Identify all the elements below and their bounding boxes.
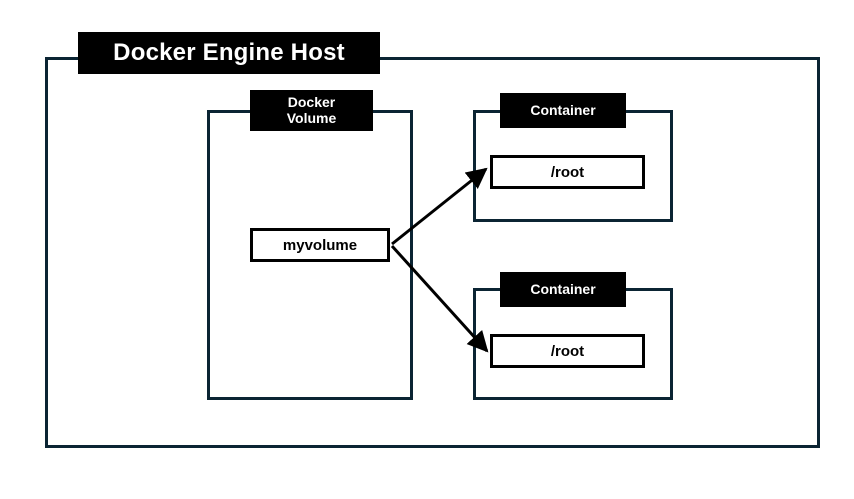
root-mount-node-1: /root bbox=[490, 155, 645, 189]
container-title-2: Container bbox=[500, 272, 626, 307]
myvolume-node-label: myvolume bbox=[282, 236, 358, 254]
container-title-1: Container bbox=[500, 93, 626, 128]
docker-volume-title-line2: Volume bbox=[286, 109, 337, 126]
docker-volume-title: Docker Volume bbox=[250, 90, 373, 131]
myvolume-node: myvolume bbox=[250, 228, 390, 262]
root-mount-node-label-2: /root bbox=[550, 342, 585, 360]
container-title-label-1: Container bbox=[530, 101, 596, 118]
docker-volume-title-line1: Docker bbox=[287, 94, 336, 111]
root-mount-node-2: /root bbox=[490, 334, 645, 368]
container-title-label-2: Container bbox=[530, 280, 596, 297]
docker-engine-host-title-label: Docker Engine Host bbox=[113, 39, 345, 67]
docker-engine-host-frame bbox=[45, 57, 820, 448]
root-mount-node-label-1: /root bbox=[550, 163, 585, 181]
docker-engine-host-title: Docker Engine Host bbox=[78, 32, 380, 74]
